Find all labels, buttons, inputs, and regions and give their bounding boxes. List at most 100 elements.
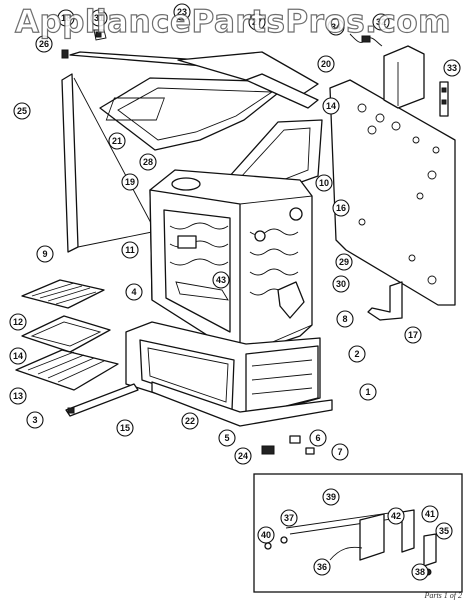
- callout-number: 39: [326, 492, 336, 502]
- drawer-rail: [65, 383, 139, 417]
- leveling-legs: [261, 435, 315, 455]
- callout-bubble: [218, 429, 236, 447]
- callout-number: 14: [13, 351, 23, 361]
- callout-bubble: [13, 102, 31, 120]
- callout-c14b: 14: [9, 347, 27, 365]
- callout-bubble: [36, 245, 54, 263]
- callout-number: 40: [261, 530, 271, 540]
- callout-bubble: [443, 59, 461, 77]
- callout-number: 12: [13, 317, 23, 327]
- callout-number: 14: [326, 101, 336, 111]
- callout-number: 23: [177, 7, 187, 17]
- callout-c13: 13: [9, 387, 27, 405]
- callout-number: 31: [94, 13, 104, 23]
- callout-number: 36: [317, 562, 327, 572]
- callout-number: 16: [336, 203, 346, 213]
- callout-bubble: [332, 199, 350, 217]
- cooktop-frame: [99, 77, 293, 151]
- callout-bubble: [331, 443, 349, 461]
- callout-c26: 26: [35, 35, 53, 53]
- callout-number: 43: [216, 275, 226, 285]
- callout-c16: 16: [332, 199, 350, 217]
- callout-bubble: [372, 13, 390, 31]
- callout-bubble: [421, 505, 439, 523]
- callout-c29: 29: [335, 253, 353, 271]
- callout-c1: 1: [359, 383, 377, 401]
- callout-bubble: [257, 526, 275, 544]
- callout-number: 15: [120, 423, 130, 433]
- callout-number: 32: [376, 17, 386, 27]
- callout-c2: 2: [348, 345, 366, 363]
- callout-bubble: [335, 253, 353, 271]
- callout-c11: 11: [121, 241, 139, 259]
- callout-number: 2: [354, 349, 359, 359]
- callout-bubble: [181, 412, 199, 430]
- callout-c19: 19: [121, 173, 139, 191]
- callout-number: 42: [391, 511, 401, 521]
- callout-c7: 7: [331, 443, 349, 461]
- callout-bubble: [322, 488, 340, 506]
- callout-bubble: [327, 18, 345, 36]
- callout-bubble: [315, 174, 333, 192]
- burner-valve: [277, 281, 305, 319]
- callout-bubble: [348, 345, 366, 363]
- oven-rack-upper: [21, 279, 105, 309]
- callout-c18: 18: [57, 9, 75, 27]
- callout-c32: 32: [372, 13, 390, 31]
- callout-c37: 37: [280, 509, 298, 527]
- callout-c17: 17: [404, 326, 422, 344]
- callout-c15: 15: [116, 419, 134, 437]
- callout-bubble: [90, 9, 108, 27]
- callout-bubble: [336, 310, 354, 328]
- callout-c9: 9: [36, 245, 54, 263]
- callout-c28: 28: [139, 153, 157, 171]
- callout-c30: 30: [332, 275, 350, 293]
- callout-number: 6: [315, 433, 320, 443]
- callout-number: 5: [224, 433, 229, 443]
- callout-bubble: [139, 153, 157, 171]
- callout-number: 38: [415, 567, 425, 577]
- callout-number: 18: [61, 13, 71, 23]
- callout-bubble: [411, 563, 429, 581]
- callout-number: 1: [365, 387, 370, 397]
- callout-number: 25: [17, 106, 27, 116]
- callout-bubble: [234, 447, 252, 465]
- callout-c23: 23: [173, 3, 191, 21]
- callout-bubble: [35, 35, 53, 53]
- callout-bubble: [121, 173, 139, 191]
- callout-bubble: [359, 383, 377, 401]
- callout-c22: 22: [181, 412, 199, 430]
- callout-c42: 42: [387, 507, 405, 525]
- callout-c34: 34: [327, 18, 345, 36]
- callout-number: 24: [238, 451, 248, 461]
- callout-c4: 4: [125, 283, 143, 301]
- callout-number: 35: [439, 526, 449, 536]
- callout-number: 37: [284, 513, 294, 523]
- callout-c41: 41: [421, 505, 439, 523]
- callout-c8: 8: [336, 310, 354, 328]
- callout-c6: 6: [309, 429, 327, 447]
- callout-c14: 14: [322, 97, 340, 115]
- callout-c25: 25: [13, 102, 31, 120]
- callout-number: 19: [125, 177, 135, 187]
- callout-number: 33: [447, 63, 457, 73]
- callout-c3: 3: [26, 411, 44, 429]
- rear-panel: [329, 79, 456, 306]
- callout-number: 41: [425, 509, 435, 519]
- footer-note: Parts 1 of 2: [424, 591, 462, 600]
- callout-number: 29: [339, 257, 349, 267]
- callout-number: 17: [408, 330, 418, 340]
- callout-bubble: [108, 132, 126, 150]
- callout-bubble: [9, 347, 27, 365]
- callout-c20: 20: [317, 55, 335, 73]
- callout-number: 8: [342, 314, 347, 324]
- callout-number: 4: [131, 287, 136, 297]
- callout-number: 34: [331, 22, 341, 32]
- callout-c21: 21: [108, 132, 126, 150]
- callout-c31: 31: [90, 9, 108, 27]
- callout-number: 11: [125, 245, 135, 255]
- callout-c27: 27: [248, 13, 266, 31]
